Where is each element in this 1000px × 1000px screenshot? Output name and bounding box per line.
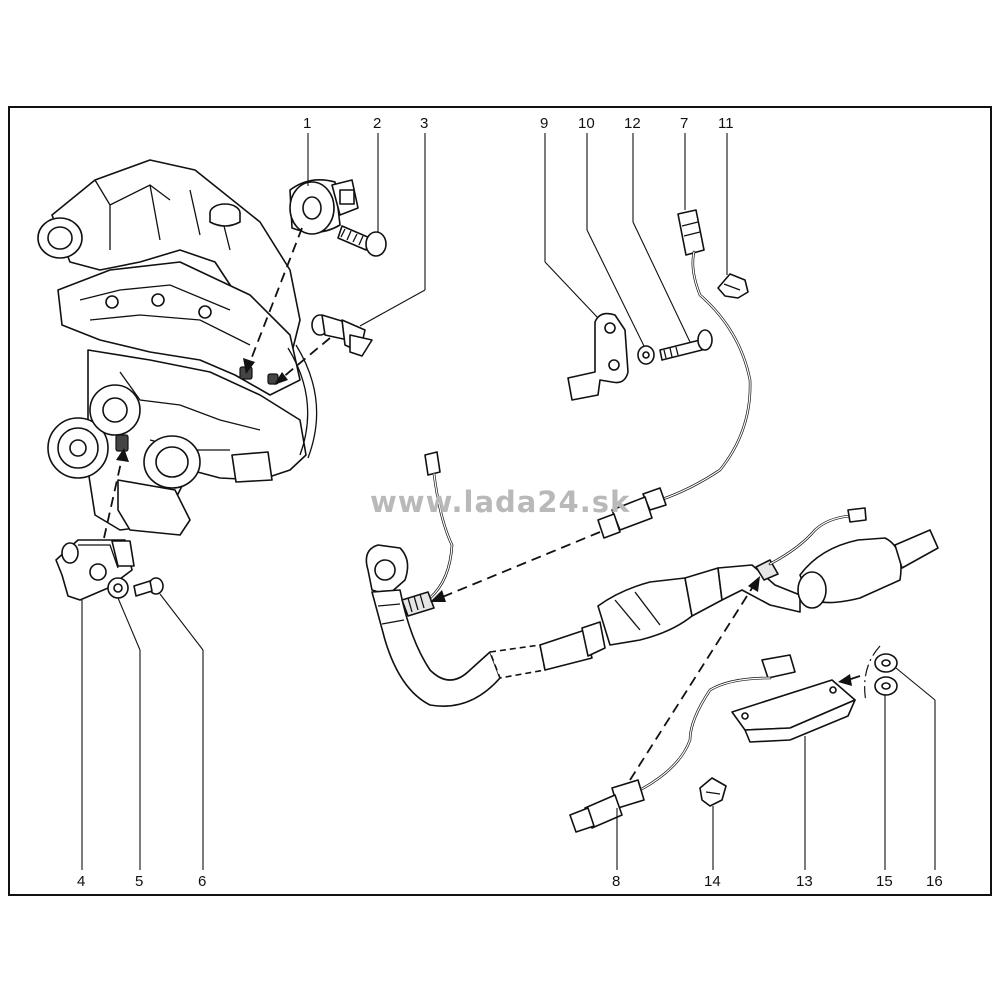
- part-5-washer: [107, 577, 129, 599]
- watermark-text: www.lada24.sk: [370, 485, 630, 519]
- engine-block: [37, 159, 318, 536]
- exhaust-mid-pipe: [717, 507, 867, 613]
- callout-11: 11: [718, 115, 734, 132]
- catalytic-converter: [581, 567, 723, 657]
- part-6-bolt: [133, 577, 164, 597]
- part-10-washer: [637, 345, 655, 365]
- part-3-sensor: [311, 314, 373, 357]
- callout-3: 3: [420, 115, 428, 132]
- muffler: [797, 529, 939, 609]
- diagram-frame: [8, 106, 992, 896]
- callout-9: 9: [540, 115, 548, 132]
- callout-2: 2: [373, 115, 381, 132]
- part-2-bolt: [337, 225, 387, 257]
- exhaust-front-pipe: [371, 589, 593, 707]
- part-12-bolt: [659, 329, 713, 361]
- callout-labels: 1 2 3 9 10 12 7 11 4 5 6 8 14 13 15 16: [77, 115, 943, 890]
- callout-8: 8: [612, 873, 620, 890]
- part-14-clip: [699, 777, 727, 807]
- part-1-knock-sensor: [289, 179, 359, 235]
- part-16-nut: [874, 653, 898, 673]
- assembly-arrows: [103, 227, 861, 781]
- callout-1: 1: [303, 115, 311, 132]
- callout-6: 6: [198, 873, 206, 890]
- part-15-nut: [874, 676, 898, 696]
- part-11-clip: [717, 273, 749, 299]
- callout-5: 5: [135, 873, 143, 890]
- callout-14: 14: [704, 873, 721, 890]
- part-8-oxygen-sensor-downstream: [569, 654, 796, 833]
- part-4-crank-sensor: [55, 539, 135, 601]
- callout-4: 4: [77, 873, 85, 890]
- callout-16: 16: [926, 873, 943, 890]
- callout-12: 12: [624, 115, 641, 132]
- part-9-bracket: [567, 312, 629, 401]
- part-7-oxygen-sensor-upstream: [597, 209, 752, 539]
- part-13-heat-shield: [731, 679, 856, 743]
- callout-10: 10: [578, 115, 595, 132]
- exhaust-manifold-flange: [365, 544, 409, 596]
- fastener-axis: [864, 645, 881, 703]
- callout-7: 7: [680, 115, 688, 132]
- front-pipe-sensor-wire: [401, 451, 454, 617]
- callout-15: 15: [876, 873, 893, 890]
- callout-13: 13: [796, 873, 813, 890]
- leader-lines: [81, 133, 936, 870]
